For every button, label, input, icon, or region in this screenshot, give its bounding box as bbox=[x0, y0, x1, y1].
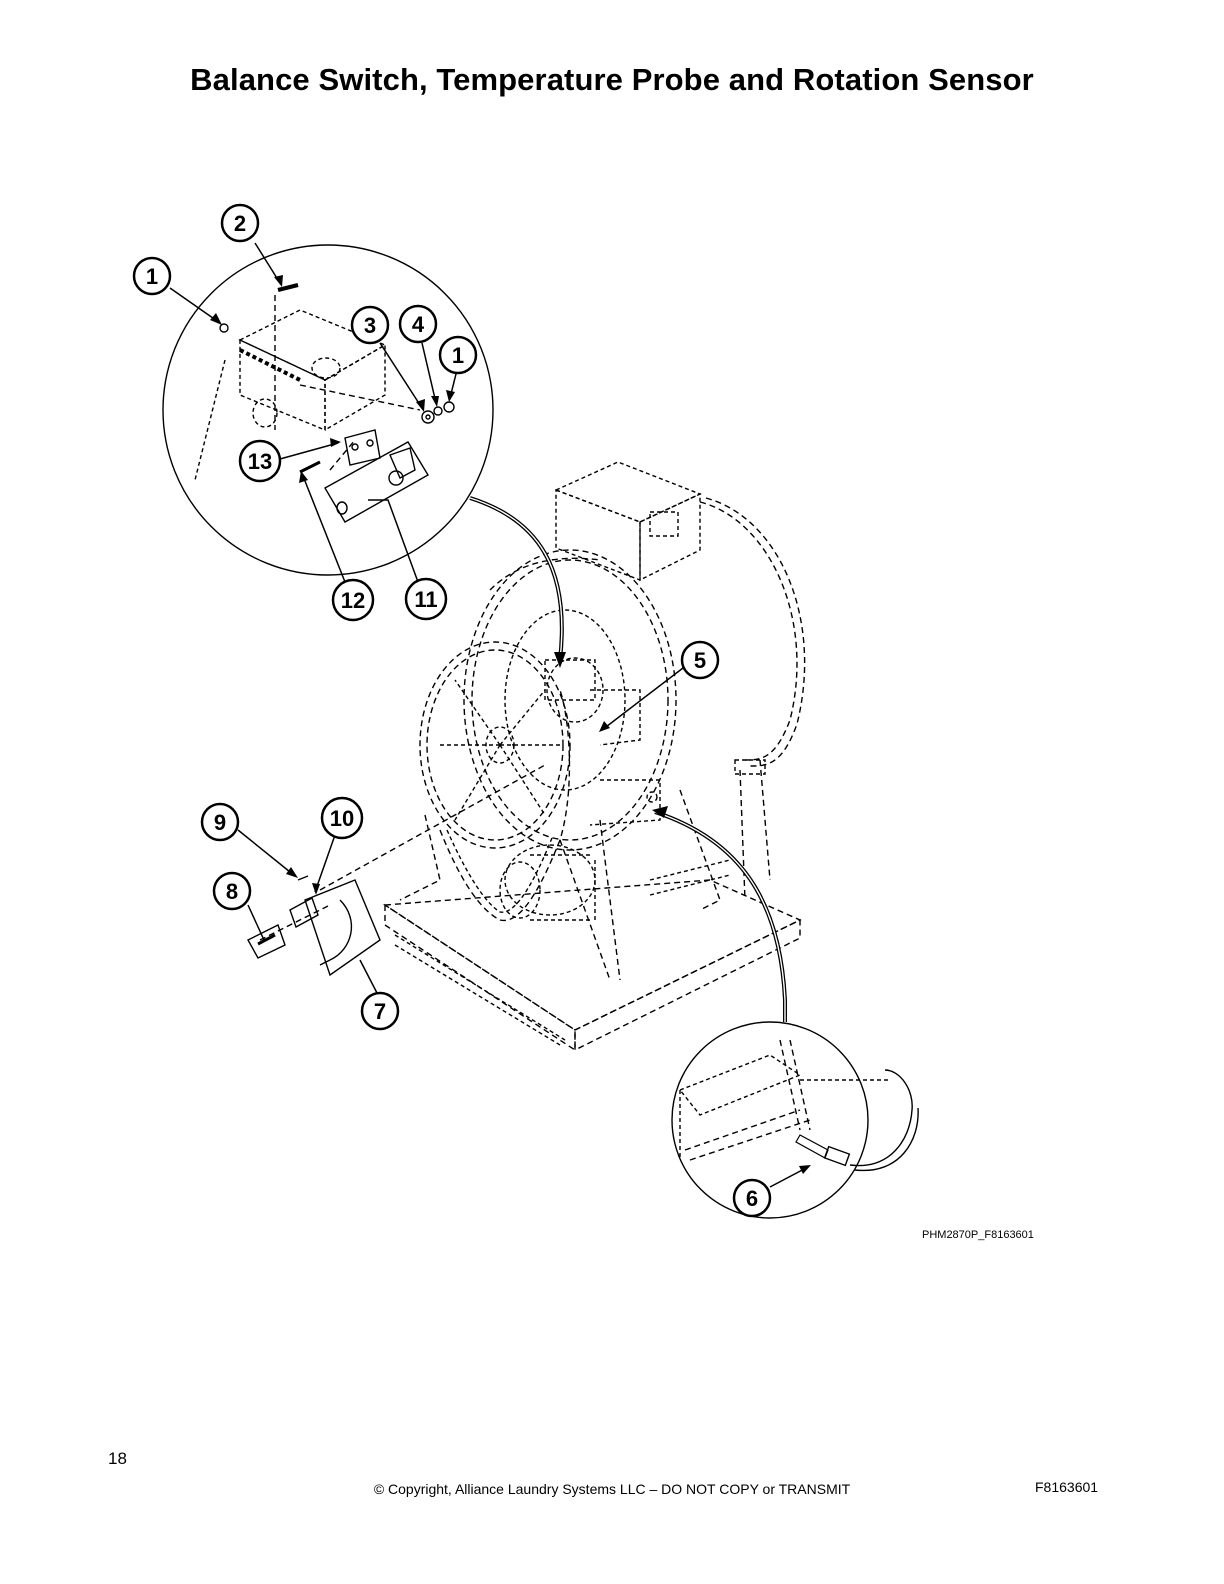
detail-link-arrow-lower bbox=[654, 810, 787, 1022]
svg-text:11: 11 bbox=[414, 587, 437, 612]
callout-2: 2 bbox=[220, 203, 260, 243]
callout-11: 11 bbox=[404, 577, 448, 621]
svg-text:6: 6 bbox=[746, 1186, 758, 1211]
machine-frame bbox=[382, 759, 802, 1052]
svg-text:5: 5 bbox=[694, 648, 706, 673]
svg-text:4: 4 bbox=[412, 312, 425, 337]
callout-1-top-left: 1 bbox=[132, 256, 172, 296]
svg-text:1: 1 bbox=[452, 343, 464, 368]
svg-text:7: 7 bbox=[374, 999, 386, 1024]
callout-4: 4 bbox=[398, 304, 438, 344]
machine-drum-housing bbox=[463, 461, 806, 851]
callout-9: 9 bbox=[200, 802, 240, 842]
callout-6: 6 bbox=[732, 1178, 772, 1218]
leader-lines bbox=[169, 242, 809, 1188]
detail-circle-temperature-probe bbox=[671, 1021, 869, 1219]
rotation-sensor-assembly bbox=[247, 764, 546, 977]
callout-8: 8 bbox=[212, 871, 252, 911]
document-code: F8163601 bbox=[1035, 1479, 1099, 1495]
callout-3: 3 bbox=[350, 305, 390, 345]
svg-text:8: 8 bbox=[226, 879, 238, 904]
svg-text:1: 1 bbox=[146, 264, 158, 289]
callout-10: 10 bbox=[320, 796, 364, 840]
callout-1-right: 1 bbox=[438, 335, 478, 375]
drive-motor bbox=[499, 844, 596, 921]
callout-13: 13 bbox=[238, 439, 282, 483]
balance-switch-bracket bbox=[194, 295, 421, 481]
svg-text:13: 13 bbox=[248, 449, 272, 474]
temperature-probe-detail bbox=[678, 1039, 919, 1172]
page-title: Balance Switch, Temperature Probe and Ro… bbox=[190, 62, 1034, 97]
detail-circle-balance-switch bbox=[162, 244, 494, 576]
leader-arrowheads bbox=[210, 275, 811, 1174]
copyright-notice: © Copyright, Alliance Laundry Systems LL… bbox=[373, 1481, 851, 1497]
svg-text:10: 10 bbox=[330, 806, 354, 831]
svg-text:2: 2 bbox=[234, 211, 246, 236]
figure-code: PHM2870P_F8163601 bbox=[922, 1229, 1034, 1241]
callout-7: 7 bbox=[360, 991, 400, 1031]
page-number: 18 bbox=[108, 1449, 127, 1468]
svg-text:3: 3 bbox=[364, 313, 376, 338]
drive-pulley bbox=[419, 641, 571, 922]
callout-12: 12 bbox=[331, 578, 375, 622]
balance-switch bbox=[219, 283, 455, 523]
svg-text:9: 9 bbox=[214, 810, 226, 835]
callout-5: 5 bbox=[680, 640, 720, 680]
svg-text:12: 12 bbox=[341, 588, 365, 613]
detail-link-arrow-upper bbox=[469, 496, 564, 661]
